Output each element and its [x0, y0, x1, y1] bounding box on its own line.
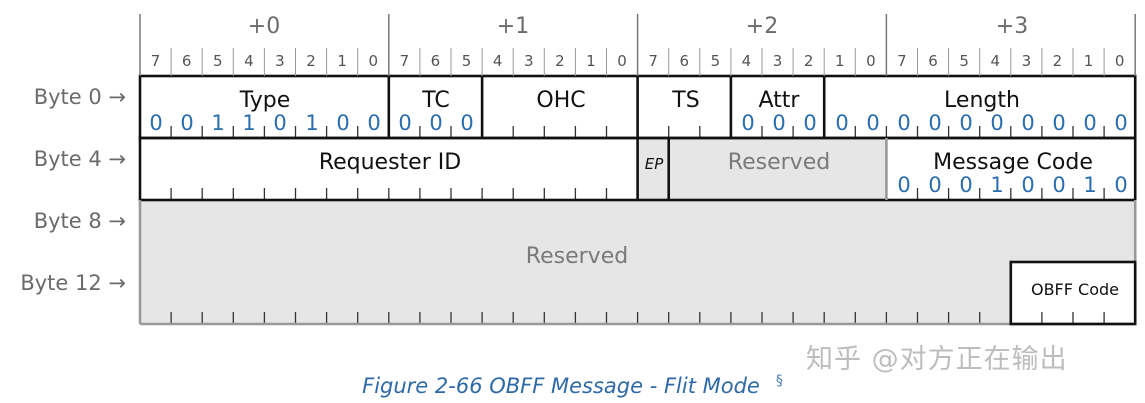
bit-value: 0 [772, 111, 785, 135]
field-message-code: Message Code [933, 150, 1093, 175]
bit-number: 2 [306, 52, 316, 70]
reserved-fill [140, 200, 1136, 324]
byte-header-2: +2 [746, 14, 778, 39]
bit-value: 0 [367, 111, 380, 135]
bit-value: 0 [803, 111, 816, 135]
ep-fill [637, 138, 669, 200]
bit-value: 0 [866, 111, 879, 135]
bit-value: 0 [180, 111, 193, 135]
bit-number: 3 [275, 52, 285, 70]
watermark: 知乎 @对方正在输出 [806, 344, 1068, 375]
bit-number: 1 [1084, 52, 1094, 70]
type-bit-values: 0 0 1 1 0 1 0 0 [149, 111, 380, 135]
bit-number: 7 [400, 52, 410, 70]
field-obff-code: OBFF Code [1031, 280, 1119, 299]
bit-value: 1 [990, 173, 1003, 197]
bit-value: 0 [928, 173, 941, 197]
bit-number: 0 [368, 52, 378, 70]
bit-value: 0 [1114, 173, 1127, 197]
bit-value: 1 [1083, 173, 1096, 197]
byte-header-0: +0 [248, 14, 280, 39]
field-type: Type [239, 88, 291, 113]
bit-value: 0 [959, 111, 972, 135]
bit-value: 0 [897, 173, 910, 197]
bit-number: 7 [648, 52, 658, 70]
bit-number: 3 [773, 52, 783, 70]
bit-number: 3 [1022, 52, 1032, 70]
reserved-fill [668, 138, 887, 200]
bit-number: 0 [617, 52, 627, 70]
bit-number: 1 [586, 52, 596, 70]
bit-value: 0 [1052, 173, 1065, 197]
bit-value: 0 [990, 111, 1003, 135]
bit-value: 0 [1114, 111, 1127, 135]
bit-value: 0 [741, 111, 754, 135]
bit-value: 0 [1052, 111, 1065, 135]
bit-number: 6 [679, 52, 689, 70]
bit-value: 0 [398, 111, 411, 135]
bit-number: 6 [431, 52, 441, 70]
obff-code-border [1009, 260, 1137, 326]
bit-number-row: 7 6 5 4 3 2 1 0 7 6 5 4 3 2 1 0 7 6 5 4 3 2 1 0 7 6 5 4 3 2 1 0 [139, 14, 1136, 76]
field-reserved-dw2-3: Reserved [526, 244, 628, 269]
bit-number: 4 [244, 52, 254, 70]
bit-number: 5 [959, 52, 969, 70]
bit-number: 7 [897, 52, 907, 70]
bit-number: 6 [182, 52, 192, 70]
field-requester-id: Requester ID [319, 150, 461, 175]
field-length: Length [944, 88, 1020, 113]
bit-value: 1 [305, 111, 318, 135]
field-ep: EP [645, 155, 664, 173]
length-bit-values: 0 0 0 0 0 0 0 0 0 0 [835, 111, 1127, 135]
bit-number: 4 [493, 52, 503, 70]
attr-bit-values: 0 0 0 [741, 111, 816, 135]
field-attr: Attr [759, 88, 801, 113]
bit-number: 2 [804, 52, 814, 70]
bit-value: 0 [1083, 111, 1096, 135]
row-label-byte-0: Byte 0 → [34, 85, 126, 109]
bit-number: 5 [213, 52, 223, 70]
bit-number: 0 [1115, 52, 1125, 70]
bit-number: 2 [1053, 52, 1063, 70]
bit-number: 7 [151, 52, 161, 70]
bit-number: 1 [835, 52, 845, 70]
bit-value: 0 [897, 111, 910, 135]
field-ts: TS [671, 88, 699, 113]
bit-number: 5 [711, 52, 721, 70]
row-label-byte-12: Byte 12 → [20, 271, 126, 295]
bit-value: 0 [1021, 173, 1034, 197]
caption-text: Figure 2-66 OBFF Message - Flit Mode [362, 374, 760, 398]
field-ohc: OHC [536, 88, 585, 113]
bit-number: 3 [524, 52, 534, 70]
bit-value: 0 [149, 111, 162, 135]
bit-number: 2 [555, 52, 565, 70]
row-label-byte-8: Byte 8 → [34, 209, 126, 233]
figure-caption: Figure 2-66 OBFF Message - Flit Mode § [0, 373, 1145, 398]
byte-header-3: +3 [996, 14, 1028, 39]
row-label-byte-4: Byte 4 → [34, 147, 126, 171]
bit-number: 6 [928, 52, 938, 70]
bit-value: 0 [273, 111, 286, 135]
bit-number: 5 [462, 52, 472, 70]
bit-number: 0 [866, 52, 876, 70]
field-reserved-dw1: Reserved [728, 150, 830, 175]
section-link-icon[interactable]: § [775, 373, 783, 389]
tc-bit-values: 0 0 0 [398, 111, 473, 135]
bit-number: 4 [990, 52, 1000, 70]
bit-number: 1 [337, 52, 347, 70]
bit-number: 4 [742, 52, 752, 70]
bit-value: 0 [928, 111, 941, 135]
bit-value: 0 [460, 111, 473, 135]
bit-value: 1 [242, 111, 255, 135]
byte-header-1: +1 [497, 14, 529, 39]
bit-value: 0 [1021, 111, 1034, 135]
message-code-bit-values: 0 0 0 1 0 0 1 0 [897, 173, 1127, 197]
bit-value: 0 [959, 173, 972, 197]
bit-value: 0 [835, 111, 848, 135]
bit-value: 1 [211, 111, 224, 135]
bit-value: 0 [336, 111, 349, 135]
field-tc: TC [421, 88, 450, 113]
bit-value: 0 [429, 111, 442, 135]
